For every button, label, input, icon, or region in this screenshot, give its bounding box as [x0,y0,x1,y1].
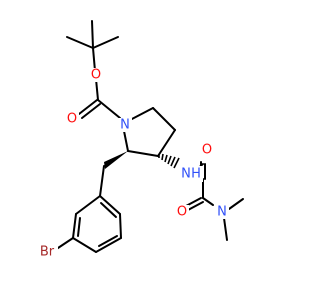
bond [95,237,122,253]
atom-symbol: O [177,205,187,220]
bond [81,103,101,119]
bond [97,99,121,119]
bond [187,201,204,211]
atom-hydrogen: H [191,167,201,182]
bond [95,78,99,101]
bond [72,237,97,253]
bond-layer [54,20,244,253]
bond [123,130,129,152]
atom-symbol: N [181,167,191,182]
bond [77,217,81,237]
bond [92,36,119,49]
bond [129,107,154,121]
atom-label-ester-o: O [89,68,103,83]
atom-label-ring-n: N [118,118,132,133]
atom-symbol: O [91,68,101,83]
chemical-structure: O O N N H O O N Br [36,20,244,260]
bond [75,195,101,215]
bond [92,47,96,72]
bond [78,99,98,115]
atom-label-amide-nh: N H [179,166,203,182]
atom-symbol: O [67,112,77,127]
atom-label-dimethyl-n: N [215,205,229,220]
bond [100,202,117,218]
atom-symbol: N [217,205,227,220]
bond [185,197,202,207]
bond [119,213,122,239]
bond [66,36,94,49]
bond [99,165,105,197]
bond [91,20,94,49]
bond [157,129,176,157]
atom-label-oxo-o-top: O [200,143,214,158]
atom-symbol: O [202,143,212,158]
atom-symbol: Br [40,245,55,260]
bond [202,197,214,206]
bond [152,107,176,131]
bond [228,198,244,210]
bond [127,150,159,157]
atom-label-carbonyl-o: O [65,112,79,127]
bond [72,213,77,239]
atom-label-oxo-o-bottom: O [175,205,189,220]
bond [98,235,118,247]
atom-symbol: N [120,118,130,133]
stereo-wedge-bond [104,151,128,169]
bond [99,195,121,215]
atom-label-bromine: Br [36,245,58,260]
bond [223,217,228,241]
stereo-hash-bond [158,153,180,169]
